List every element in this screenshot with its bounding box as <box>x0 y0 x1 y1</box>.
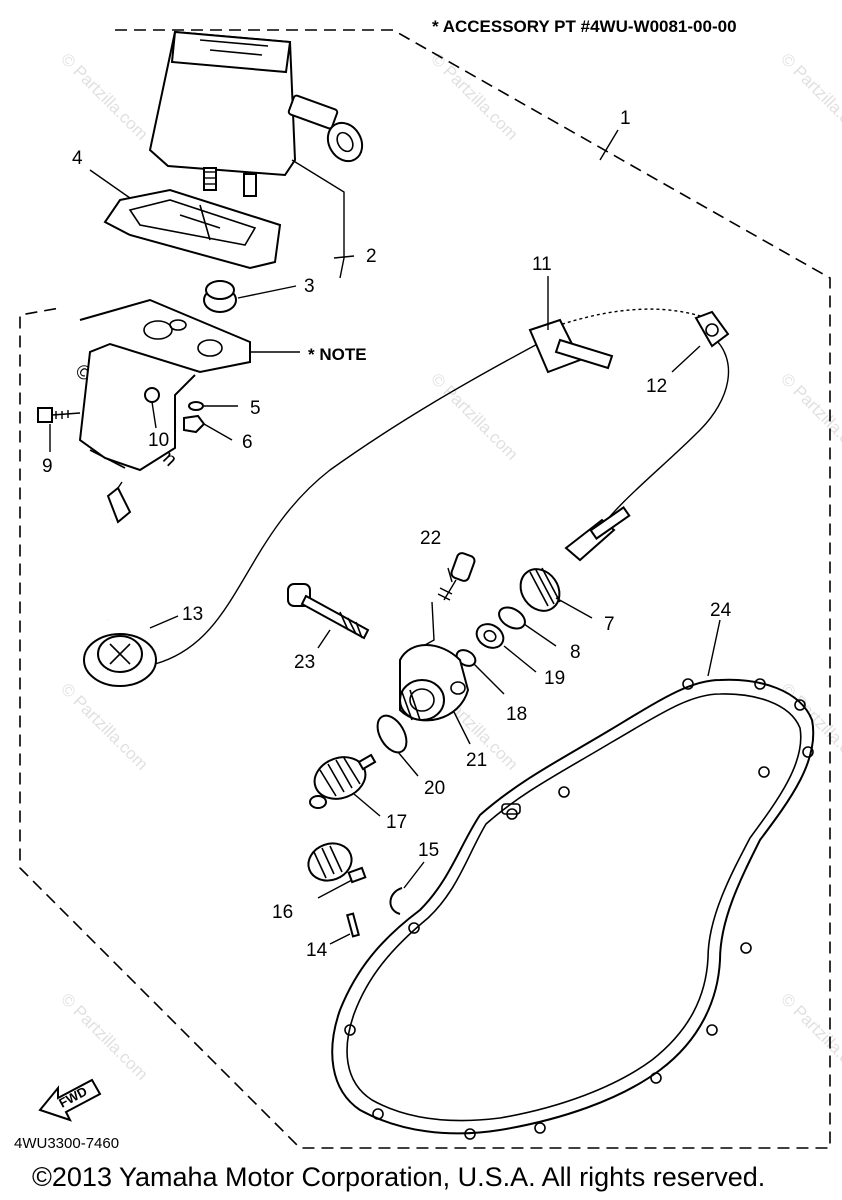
gear-housing <box>399 644 470 722</box>
callout-2: 2 <box>366 246 377 267</box>
o-ring <box>498 606 526 630</box>
meter-damper <box>103 188 282 270</box>
meter-cable <box>83 308 730 687</box>
callout-1: 1 <box>620 108 631 129</box>
callout-21: 21 <box>466 750 487 771</box>
washer <box>144 387 160 403</box>
callout-20: 20 <box>424 778 445 799</box>
copyright-notice: ©2013 Yamaha Motor Corporation, U.S.A. A… <box>32 1162 765 1192</box>
cable-band <box>528 318 614 374</box>
bolt <box>437 552 476 601</box>
callout-6: 6 <box>242 432 253 453</box>
leader-lines <box>49 129 721 945</box>
grommet <box>203 280 237 313</box>
bolt-guide-line <box>415 601 435 651</box>
accessory-note: * ACCESSORY PT #4WU-W0081-00-00 <box>432 17 737 36</box>
callout-9: 9 <box>42 456 53 477</box>
diagram-code: 4WU3300-7460 <box>14 1135 119 1152</box>
callout-14: 14 <box>306 940 328 961</box>
watermark: © Partzilla.com <box>57 49 151 143</box>
kit-boundary-dashed <box>19 29 831 1149</box>
callout-23: 23 <box>294 652 315 673</box>
meter-assembly <box>148 30 364 197</box>
callout-15: 15 <box>418 840 439 861</box>
callout-3: 3 <box>304 276 315 297</box>
callout-10: 10 <box>148 430 169 451</box>
callout-17: 17 <box>386 812 407 833</box>
plain-washer <box>188 401 204 411</box>
callout-labels: 1 2 3 4 5 6 7 8 9 10 11 12 13 14 15 16 1… <box>42 108 732 961</box>
meter-bracket <box>78 298 251 472</box>
watermark: © Partzilla.com <box>57 989 151 1083</box>
note-label: * NOTE <box>308 345 367 364</box>
oil-seal <box>475 623 505 649</box>
watermark: © Partzilla.com <box>777 49 842 143</box>
long-bolt <box>287 583 370 640</box>
watermark: © Partzilla.com <box>777 989 842 1083</box>
o-ring <box>376 714 408 754</box>
callout-19: 19 <box>544 668 565 689</box>
watermark: © Partzilla.com <box>427 49 521 143</box>
watermark: © Partzilla.com <box>777 369 842 463</box>
hex-nut <box>183 414 206 434</box>
cable-sleeve <box>519 506 631 612</box>
watermark: © Partzilla.com <box>427 369 521 463</box>
callout-8: 8 <box>570 642 581 663</box>
callout-12: 12 <box>646 376 667 397</box>
callout-5: 5 <box>250 398 261 419</box>
callout-16: 16 <box>272 902 293 923</box>
watermark: © Partzilla.com <box>57 679 151 773</box>
cable-clamp <box>694 310 730 348</box>
callout-4: 4 <box>72 148 83 169</box>
driven-gear <box>309 753 377 809</box>
callout-24: 24 <box>710 600 732 621</box>
fwd-arrow-icon: FWD <box>38 1078 102 1122</box>
callout-7: 7 <box>604 614 615 635</box>
circlip <box>389 887 403 915</box>
callout-18: 18 <box>506 704 527 725</box>
dowel-pin <box>346 912 360 938</box>
callout-11: 11 <box>532 254 552 275</box>
callout-22: 22 <box>420 528 441 549</box>
bolt <box>37 407 81 423</box>
callout-13: 13 <box>182 604 203 625</box>
crankcase-gasket <box>331 678 815 1140</box>
drive-gear <box>307 842 367 884</box>
